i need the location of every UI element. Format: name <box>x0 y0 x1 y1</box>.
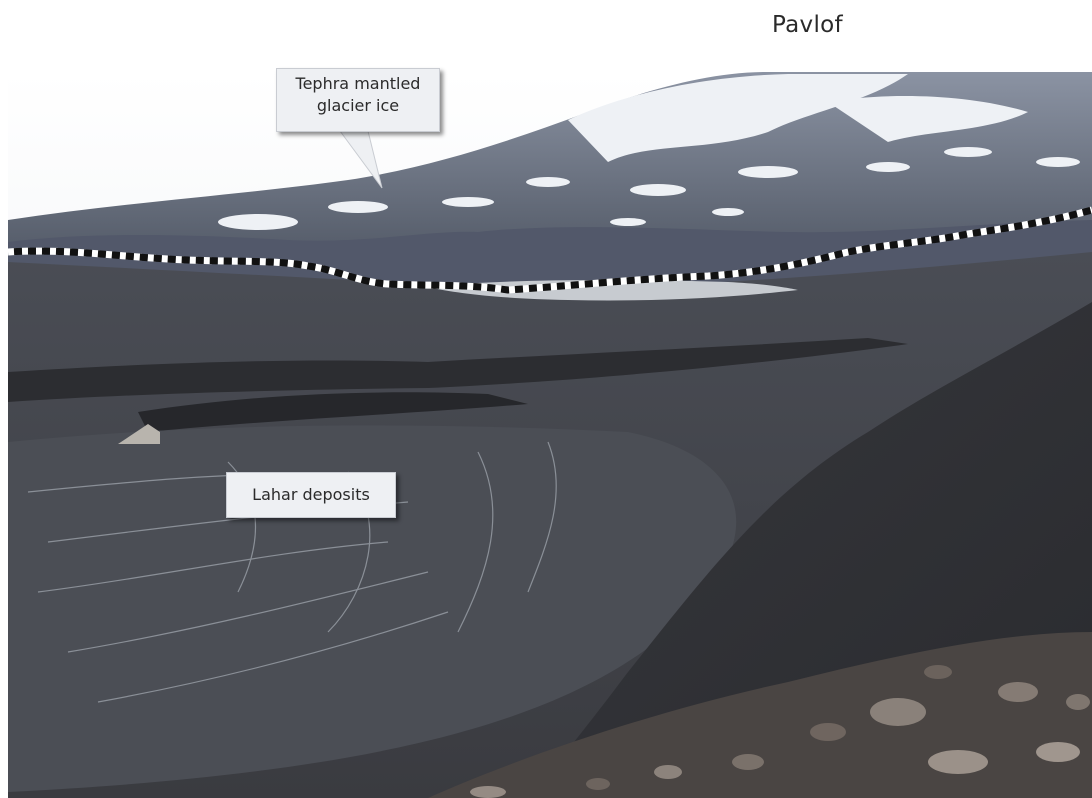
tephra-callout-line2: glacier ice <box>316 96 400 115</box>
snow-patches <box>218 74 1080 230</box>
photo-illustration <box>8 72 1092 798</box>
boulder <box>118 424 160 444</box>
foreground-rocks <box>428 632 1092 798</box>
tephra-callout: Tephra mantled glacier ice <box>276 68 440 132</box>
meltwater-patch <box>428 279 798 301</box>
tephra-callout-line1: Tephra mantled <box>295 74 421 93</box>
lahar-callout: Lahar deposits <box>226 472 396 518</box>
landscape-photo <box>8 72 1092 798</box>
boundary-line-dark <box>8 206 1092 294</box>
boundary-line <box>8 206 1092 294</box>
page-title: Pavlof <box>772 12 843 38</box>
terrace <box>8 338 908 402</box>
terrace-lower <box>138 392 528 432</box>
lahar-deposits <box>8 425 737 792</box>
